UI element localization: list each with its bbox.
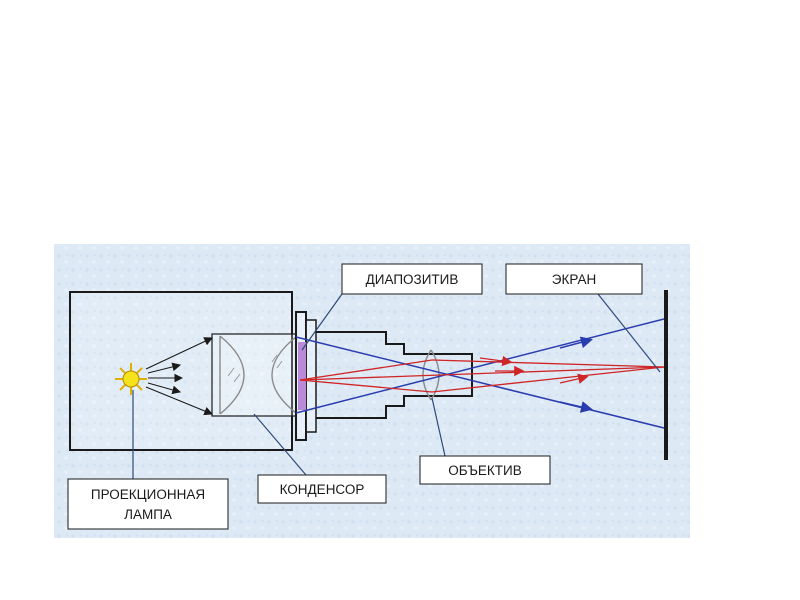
slide-film — [298, 342, 306, 410]
svg-text:КОНДЕНСОР: КОНДЕНСОР — [280, 482, 365, 497]
label-condenser: КОНДЕНСОР — [257, 474, 387, 504]
leader-lines — [132, 293, 661, 479]
objective-housing — [316, 331, 473, 419]
label-screen: ЭКРАН — [505, 263, 643, 295]
svg-text:ПРОЕКЦИОННАЯ: ПРОЕКЦИОННАЯ — [91, 487, 205, 502]
red-rays — [299, 355, 665, 393]
svg-text:ЭКРАН: ЭКРАН — [552, 272, 596, 287]
label-lamp: ПРОЕКЦИОННАЯ ЛАМПА — [67, 478, 229, 530]
label-objective: ОБЪЕКТИВ — [419, 455, 551, 485]
svg-text:ЛАМПА: ЛАМПА — [124, 507, 172, 522]
condenser-tube — [211, 333, 297, 417]
svg-text:ДИАПОЗИТИВ: ДИАПОЗИТИВ — [366, 272, 459, 287]
blue-rays — [295, 318, 665, 429]
lamp-icon — [115, 363, 147, 395]
lamp-rays — [145, 337, 214, 416]
label-slide: ДИАПОЗИТИВ — [341, 263, 483, 295]
svg-text:ОБЪЕКТИВ: ОБЪЕКТИВ — [448, 463, 521, 478]
